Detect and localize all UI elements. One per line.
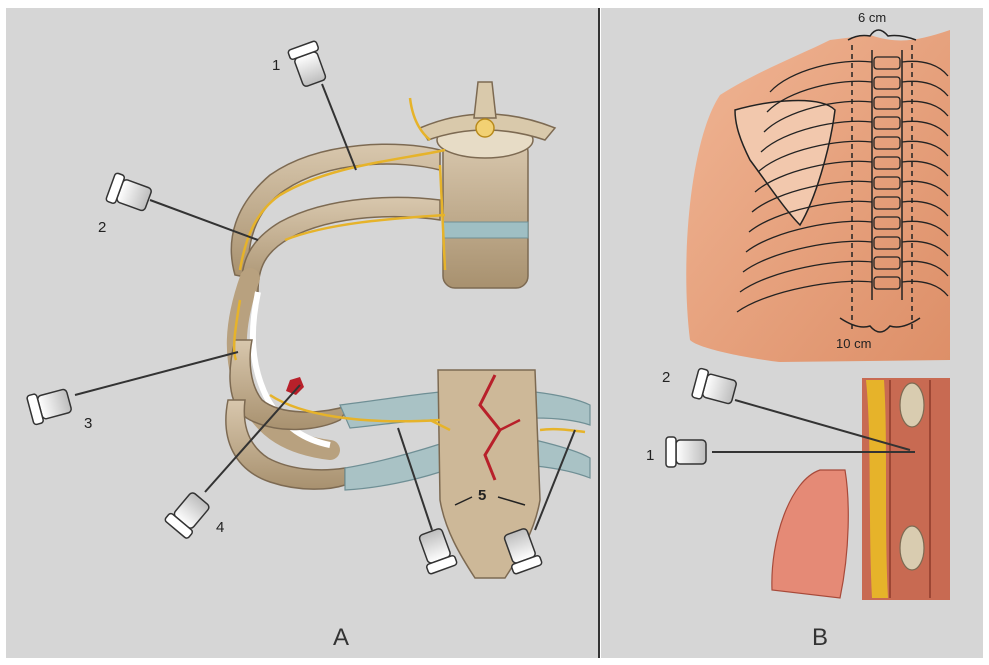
needle-label-1-a: 1: [272, 57, 280, 74]
needle-label-3-a: 3: [84, 415, 92, 432]
needle-label-2-b: 2: [662, 369, 670, 386]
panel-a-title: A: [333, 624, 349, 651]
bottom-measure-label: 10 cm: [836, 336, 871, 351]
needle-label-1-b: 1: [646, 447, 654, 464]
needle-label-2-a: 2: [98, 219, 106, 236]
top-measure-label: 6 cm: [858, 10, 886, 25]
panel-b-title: B: [812, 624, 828, 651]
needle-label-5-a: 5: [478, 487, 486, 504]
needle-label-4-a: 4: [216, 519, 224, 536]
